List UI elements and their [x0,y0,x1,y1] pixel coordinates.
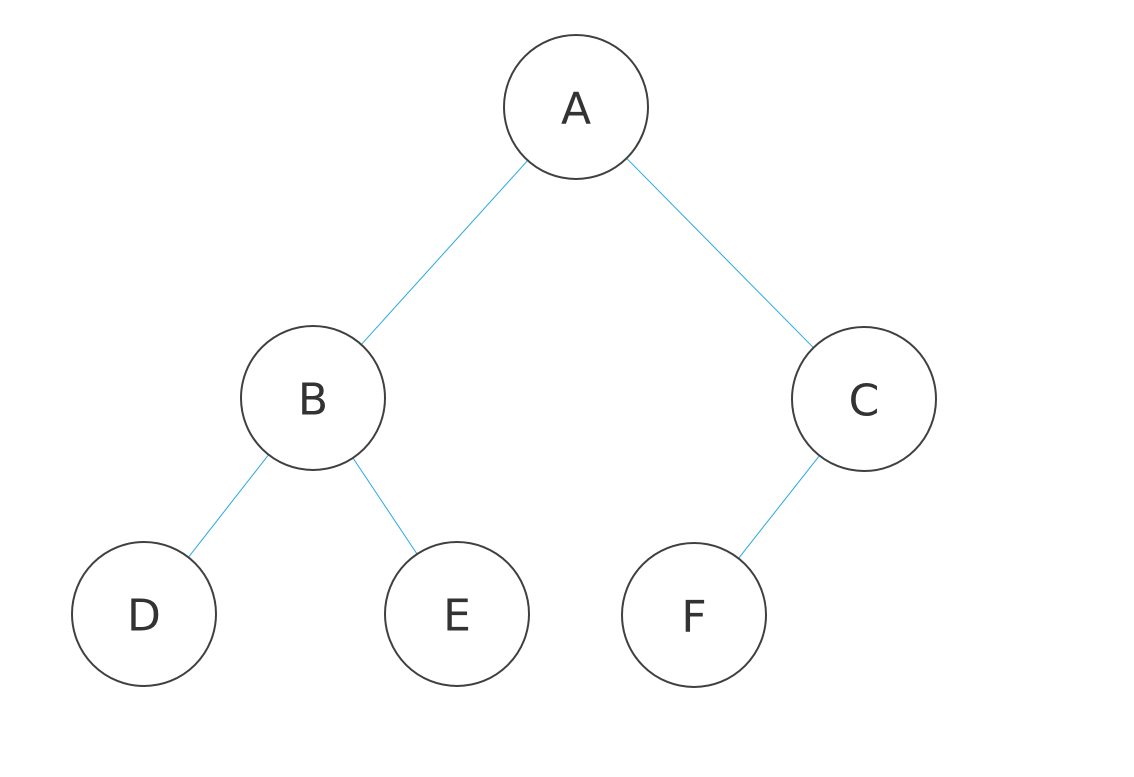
node-a-label: A [561,84,591,135]
node-e-label: E [443,591,471,642]
edge-c-f [738,455,820,559]
node-c: C [791,326,937,472]
node-e: E [384,541,530,687]
node-a: A [503,34,649,180]
edge-a-c [626,157,814,349]
node-f-label: F [681,592,706,643]
node-c-circle [791,326,937,472]
edge-b-e [352,457,418,555]
node-a-circle [503,34,649,180]
node-b-label: B [298,375,328,426]
edges-layer [188,157,820,559]
node-d: D [71,541,217,687]
node-d-circle [71,541,217,687]
node-e-circle [384,541,530,687]
node-b: B [240,325,386,471]
nodes-layer: A B C D E F [71,34,937,688]
node-f: F [621,542,767,688]
edge-b-d [188,454,269,558]
node-f-circle [621,542,767,688]
node-b-circle [240,325,386,471]
node-c-label: C [849,376,880,427]
edge-a-b [360,160,529,345]
node-d-label: D [127,591,161,642]
